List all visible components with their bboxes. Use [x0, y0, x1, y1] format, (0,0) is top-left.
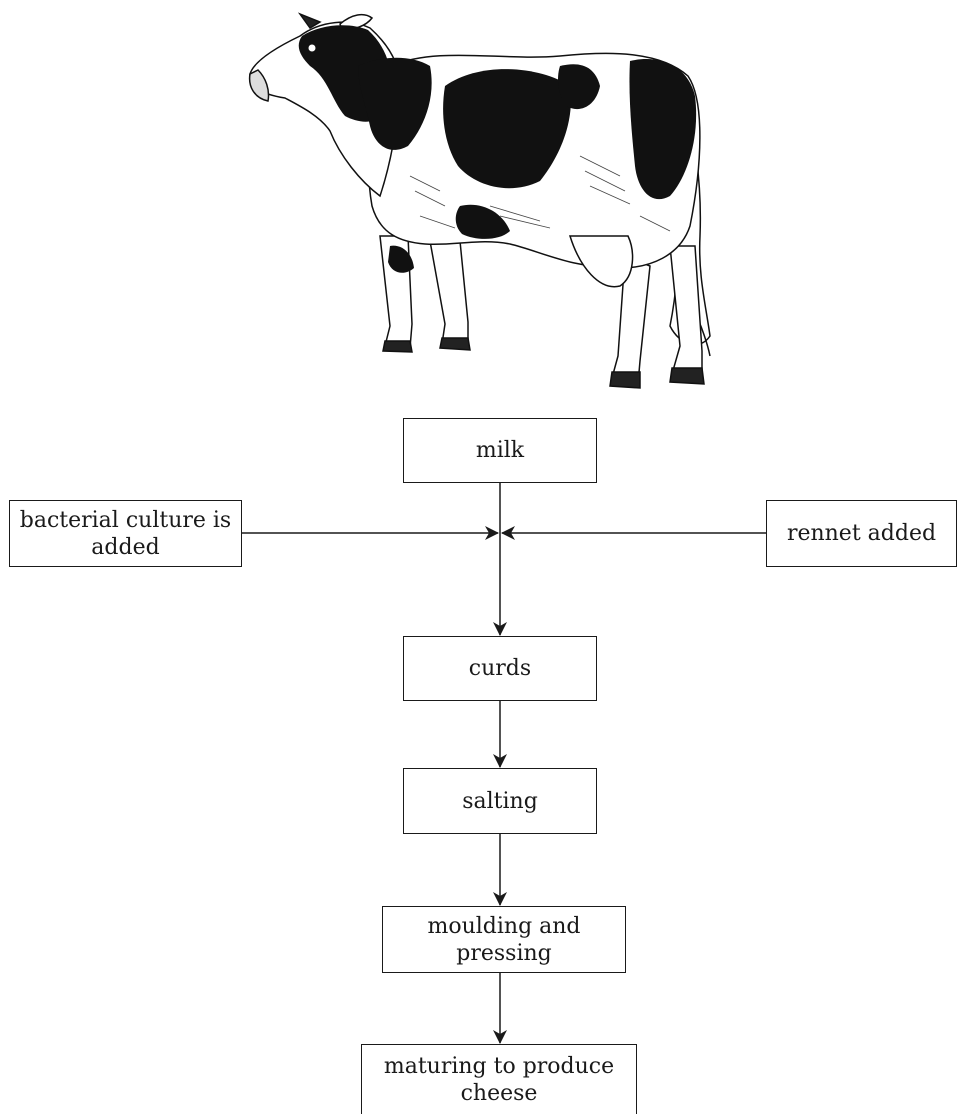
step-bacterial-culture-label: bacterial culture is added — [19, 507, 232, 560]
step-moulding-pressing-label: moulding and pressing — [427, 913, 581, 966]
step-milk-label: milk — [475, 438, 525, 463]
step-rennet-label: rennet added — [786, 521, 937, 546]
step-curds: curds — [403, 636, 597, 701]
step-bacterial-culture: bacterial culture is added — [9, 500, 242, 567]
cow-illustration — [248, 12, 711, 389]
step-rennet: rennet added — [766, 500, 957, 567]
step-maturing-label: maturing to produce cheese — [383, 1053, 615, 1106]
step-salting-label: salting — [462, 788, 538, 814]
step-maturing: maturing to produce cheese — [361, 1044, 637, 1114]
step-salting: salting — [403, 768, 597, 834]
step-moulding-pressing: moulding and pressing — [382, 906, 626, 973]
step-curds-label: curds — [468, 656, 532, 681]
step-milk: milk — [403, 418, 597, 483]
